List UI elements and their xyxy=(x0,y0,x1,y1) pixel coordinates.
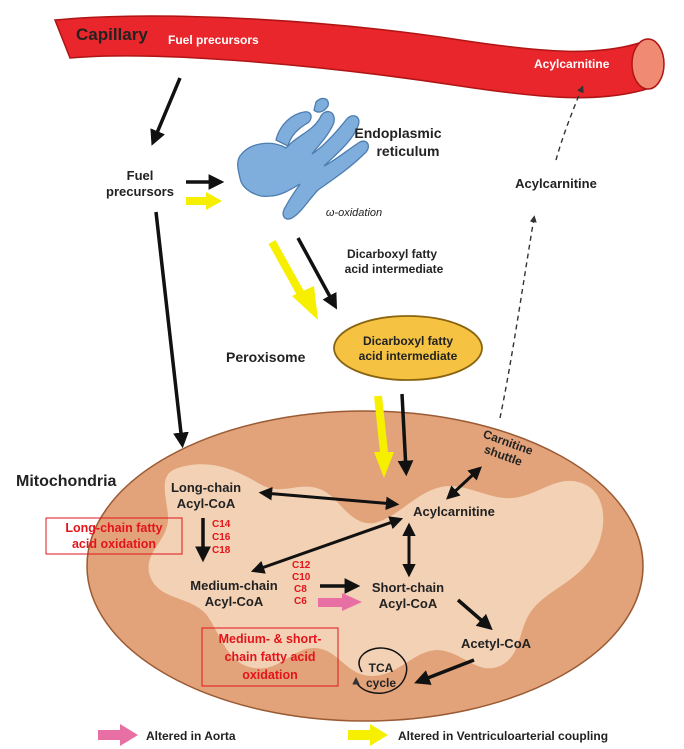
long-chain-line1: Long-chain xyxy=(171,480,241,495)
peroxisome-shape xyxy=(333,315,483,381)
arrow-acylcarnitine-carnitine-shuttle xyxy=(446,466,482,500)
legend-aorta: Altered in Aorta xyxy=(146,729,236,743)
dicarboxyl-label-line2: acid intermediate xyxy=(345,262,444,276)
long-chain-oxidation-line1: Long-chain fatty xyxy=(65,521,162,535)
dashed-arrow-acylcarnitine-up xyxy=(555,85,584,161)
mitochondria-title: Mitochondria xyxy=(16,473,117,490)
capillary: Capillary Fuel precursors Acylcarnitine xyxy=(53,15,665,99)
arrow-er-to-peroxisome xyxy=(296,237,338,310)
long-chain-carbon-c14: C14 xyxy=(212,519,231,530)
yellow-arrow-fuel-to-er xyxy=(186,192,222,210)
capillary-fuel-precursors: Fuel precursors xyxy=(168,33,259,47)
medium-chain-line2: Acyl-CoA xyxy=(205,594,264,609)
arrow-peroxisome-to-acylcarnitine xyxy=(397,393,414,477)
yellow-arrow-peroxisome-to-acylcarnitine xyxy=(374,395,394,478)
long-chain-carbon-c16: C16 xyxy=(212,532,231,543)
acylcarnitine-outside: Acylcarnitine xyxy=(515,176,597,191)
capillary-title: Capillary xyxy=(76,25,148,44)
dashed-arrow-acylcarnitine-to-capillary xyxy=(499,215,537,419)
legend-ventriculoarterial: Altered in Ventriculoarterial coupling xyxy=(398,729,608,743)
mito-acylcarnitine: Acylcarnitine xyxy=(413,504,495,519)
medium-chain-carbon-c10: C10 xyxy=(292,572,311,583)
medium-short-oxidation-box xyxy=(201,627,339,687)
legend: Altered in Aorta Altered in Ventriculoar… xyxy=(98,724,608,746)
arrow-long-chain-acylcarnitine xyxy=(258,486,400,511)
dicarboxyl-label-line1: Dicarboxyl fatty xyxy=(347,247,437,261)
long-chain-oxidation-line2: acid oxidation xyxy=(72,537,156,551)
fuel-precursors-line2: precursors xyxy=(106,184,174,199)
capillary-end xyxy=(631,38,665,90)
arrow-acetyl-to-tca xyxy=(414,658,475,685)
peroxisome-title: Peroxisome xyxy=(226,349,306,365)
carnitine-shuttle-group: Carnitine shuttle xyxy=(481,427,535,469)
medium-chain-carbon-c6: C6 xyxy=(294,596,307,607)
pink-arrow-medium-to-short xyxy=(318,593,362,611)
tca-line1: TCA xyxy=(369,661,394,675)
er-title-line1: Endoplasmic xyxy=(354,125,441,141)
arrow-fuel-to-mitochondria xyxy=(154,211,189,449)
medium-chain-carbon-c12: C12 xyxy=(292,560,311,571)
peroxisome-content-line2: acid intermediate xyxy=(359,349,458,363)
arrow-acylcarnitine-medium-chain xyxy=(250,516,404,574)
long-chain-oxidation-box xyxy=(45,517,183,555)
arrow-capillary-to-fuel xyxy=(150,77,182,146)
er-title-line2: reticulum xyxy=(376,143,439,159)
peroxisome-content-line1: Dicarboxyl fatty xyxy=(363,334,453,348)
omega-oxidation-label: ω-oxidation xyxy=(326,207,382,219)
legend-yellow-arrow-icon xyxy=(348,724,388,746)
legend-pink-arrow-icon xyxy=(98,724,138,746)
medium-short-oxidation-line2: chain fatty acid xyxy=(225,650,316,664)
medium-short-oxidation-line1: Medium- & short- xyxy=(219,632,322,646)
acetyl-coa: Acetyl-CoA xyxy=(461,636,532,651)
long-chain-carbon-c18: C18 xyxy=(212,545,231,556)
medium-chain-carbon-c8: C8 xyxy=(294,584,307,595)
medium-short-oxidation-line3: oxidation xyxy=(242,668,298,682)
er-icon xyxy=(237,97,370,220)
yellow-arrow-er-to-peroxisome xyxy=(268,240,318,320)
arrow-short-to-acetyl xyxy=(456,598,493,631)
short-chain-line1: Short-chain xyxy=(372,580,444,595)
fuel-precursors-line1: Fuel xyxy=(127,168,154,183)
medium-chain-line1: Medium-chain xyxy=(190,578,277,593)
capillary-acylcarnitine: Acylcarnitine xyxy=(534,57,610,71)
mitochondria xyxy=(86,410,644,722)
long-chain-line2: Acyl-CoA xyxy=(177,496,236,511)
short-chain-line2: Acyl-CoA xyxy=(379,596,438,611)
tca-cycle-icon xyxy=(352,647,408,694)
tca-line2: cycle xyxy=(366,676,396,690)
